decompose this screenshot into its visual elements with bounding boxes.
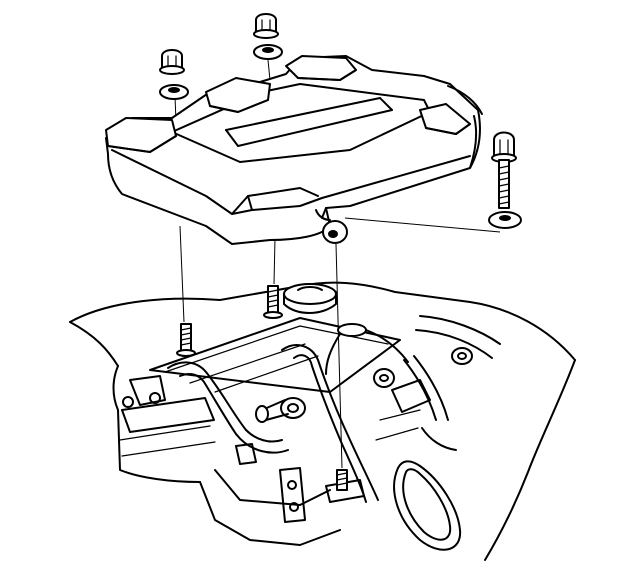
stud-center bbox=[263, 285, 283, 319]
cap-nut-left bbox=[159, 49, 185, 75]
stud-left bbox=[176, 323, 196, 357]
cover-grommet bbox=[321, 207, 348, 244]
washer-left bbox=[159, 84, 189, 100]
oil-filler-cap bbox=[283, 283, 337, 314]
cap-nut-center bbox=[253, 13, 279, 39]
washer-center bbox=[253, 44, 283, 60]
drive-belt bbox=[393, 460, 462, 551]
engine-assembly bbox=[69, 281, 576, 561]
bolt-right bbox=[491, 131, 517, 209]
engine-cover bbox=[105, 55, 483, 245]
washer-right bbox=[488, 211, 522, 229]
stud-rear bbox=[336, 469, 348, 491]
